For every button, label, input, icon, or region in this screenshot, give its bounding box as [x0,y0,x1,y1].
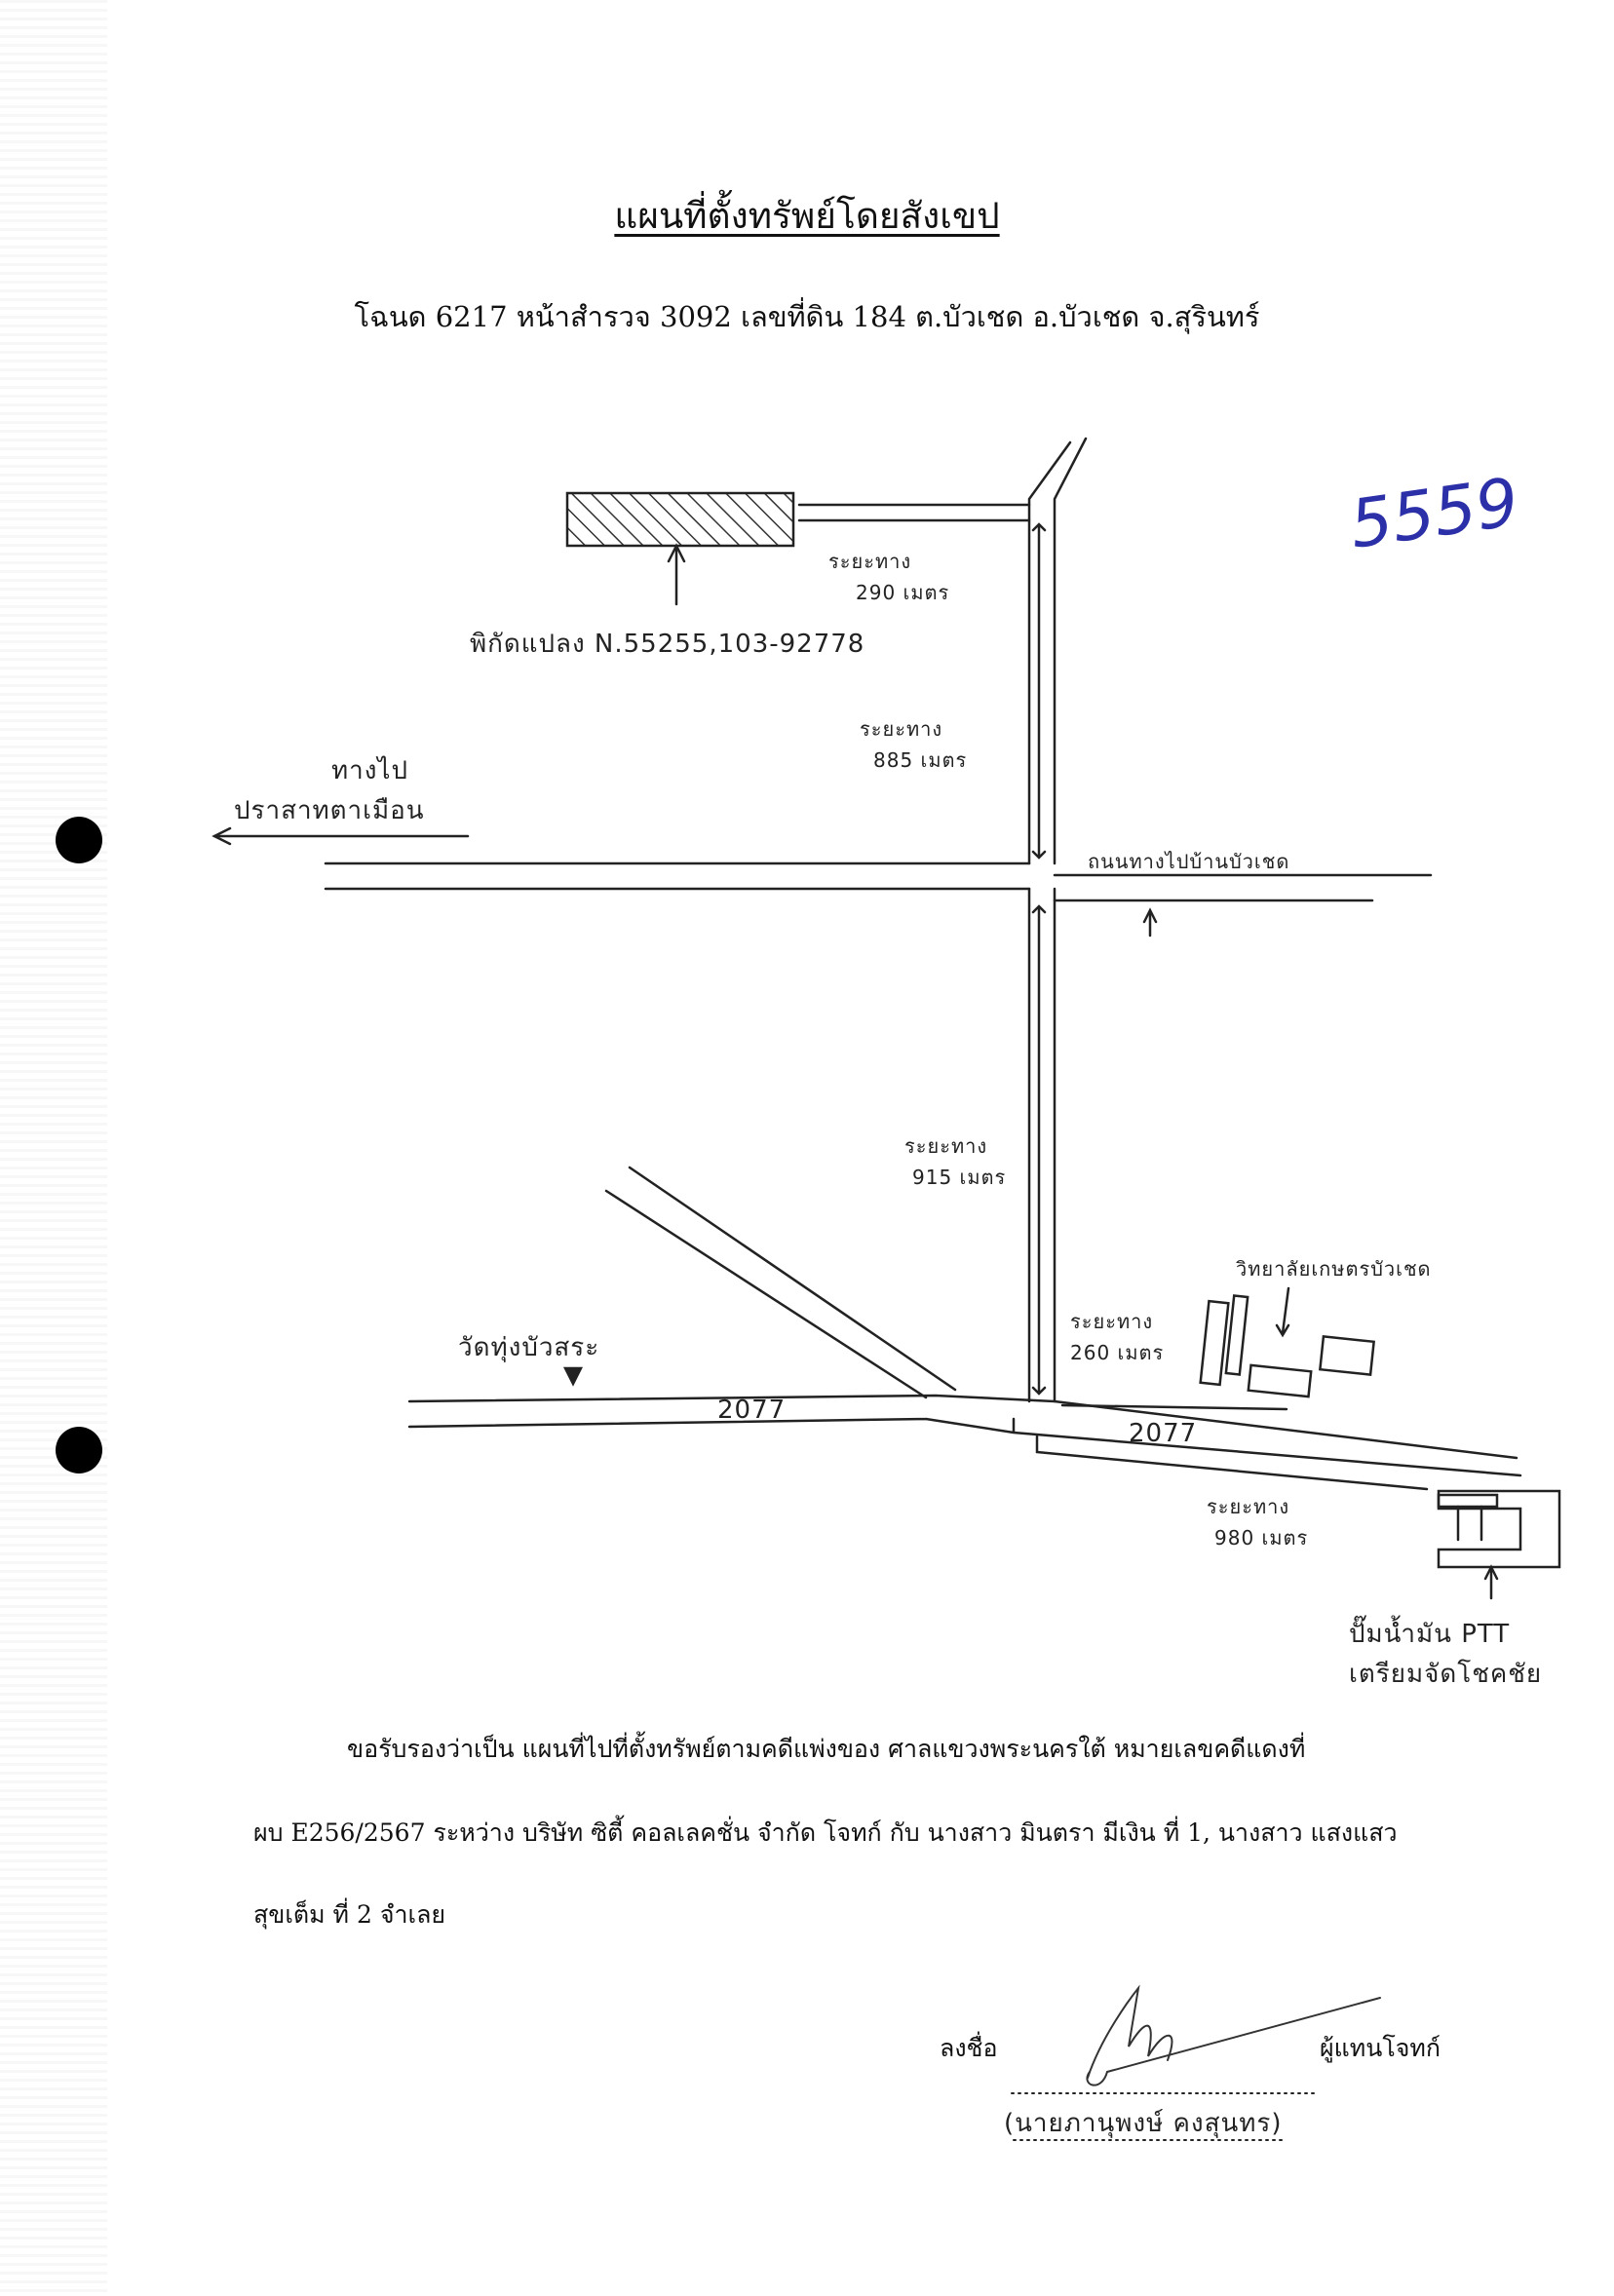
temple-label: วัดทุ่งบัวสระ [458,1333,600,1362]
parcel-coordinates: พิกัดแปลง N.55255,103-92778 [470,630,865,659]
distance-label-top: ระยะทาง 290 เมตร [828,550,950,604]
east-road-label: ถนนทางไปบ้านบัวเชด [1088,850,1290,873]
punch-hole-top [56,817,102,863]
east-west-road [324,861,1433,902]
punch-hole-bottom [56,1427,102,1473]
distance-label-school: ระยะทาง 260 เมตร [1070,1310,1165,1364]
signature-suffix: ผู้แทนโจทก์ [1320,2034,1441,2062]
road-number-right: 2077 [1129,1419,1198,1448]
certification-line-3: สุขเต็ม ที่ 2 จำเลย [253,1900,446,1929]
scanned-page-edge [0,0,107,2296]
north-south-road [1027,437,1088,865]
certification-line-1: ขอรับรองว่าเป็น แผนที่ไปที่ตั้งทรัพย์ตาม… [347,1735,1306,1763]
ptt-station [1437,1489,1561,1600]
deed-description: โฉนด 6217 หน้าสำรวจ 3092 เลขที่ดิน 184 ต… [354,300,1260,333]
signature-scribble [1086,1984,1381,2086]
school-buildings [1199,1286,1376,1398]
ptt-label: ปั๊มน้ำมัน PTT เตรียมจัดโชคชัย [1349,1620,1543,1689]
signature-prefix: ลงชื่อ [940,2034,998,2062]
route-2077 [407,1394,1522,1477]
west-direction-label: ทางไป ปราสาทตาเมือน [234,756,425,825]
diagonal-road [604,1166,957,1399]
road-number-left: 2077 [717,1396,787,1425]
certification-line-2: ผบ E256/2567 ระหว่าง บริษัท ซิตี้ คอลเลค… [253,1818,1398,1847]
school-label: วิทยาลัยเกษตรบัวเชด [1236,1257,1432,1281]
land-parcel [565,491,795,548]
document-title: แผนที่ตั้งทรัพย์โดยสังเขป [614,195,1000,237]
distance-label-ptt: ระยะทาง 980 เมตร [1207,1495,1309,1550]
distance-label-mid: ระยะทาง 885 เมตร [860,717,968,772]
parcel-access-road [797,503,1031,522]
temple-marker [562,1366,584,1387]
distance-label-lower: ระยะทาง 915 เมตร [904,1134,1007,1189]
signer-printed-name: (นายภานุพงษ์ คงสุนทร) [1004,2109,1283,2138]
